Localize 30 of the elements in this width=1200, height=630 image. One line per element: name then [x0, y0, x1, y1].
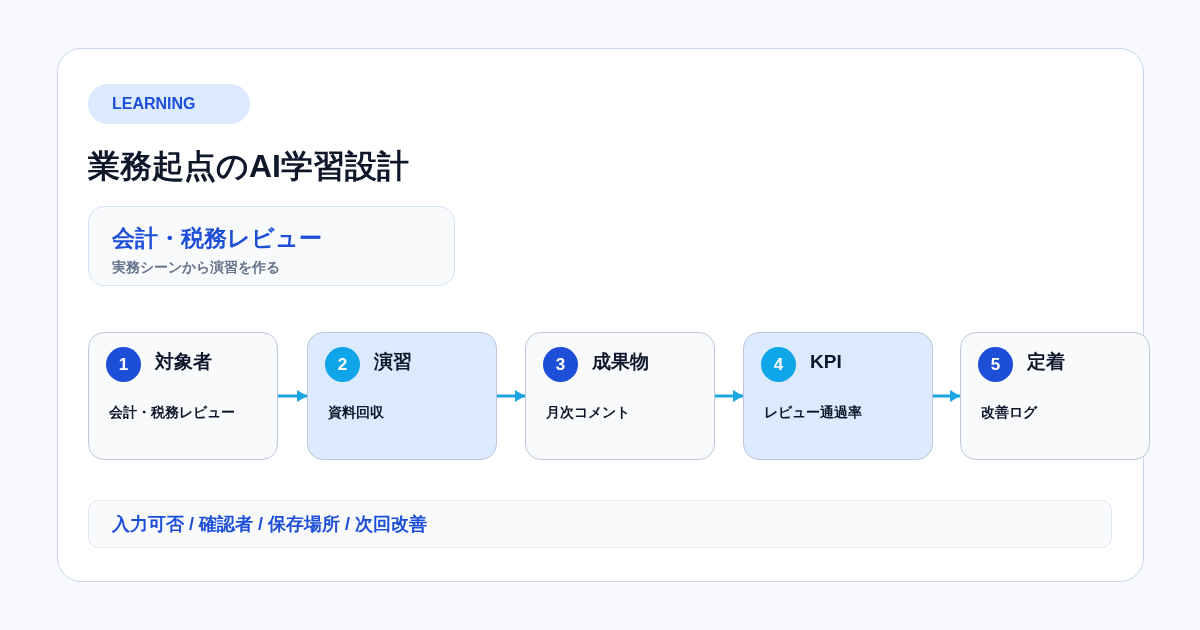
step-heading: 成果物 [592, 350, 649, 374]
scene-title: 会計・税務レビュー [112, 224, 322, 253]
arrow [933, 390, 960, 402]
step-box [88, 332, 278, 460]
arrow [497, 390, 525, 402]
step-number-circle: 4 [761, 347, 796, 382]
step-box [960, 332, 1150, 460]
step-description: レビュー通過率 [764, 403, 862, 422]
step-heading: 定着 [1027, 350, 1065, 374]
arrow [278, 390, 307, 402]
arrow [715, 390, 743, 402]
step-heading: 対象者 [155, 350, 212, 374]
note-bar: 入力可否 / 確認者 / 保存場所 / 次回改善 [88, 500, 1112, 548]
step-number-circle: 2 [325, 347, 360, 382]
scene-box [88, 206, 455, 286]
step-number-circle: 5 [978, 347, 1013, 382]
step-description: 月次コメント [546, 403, 630, 422]
scene-subtitle: 実務シーンから演習を作る [112, 258, 280, 277]
step-number-circle: 3 [543, 347, 578, 382]
step-heading: 演習 [374, 350, 412, 374]
title: 業務起点のAI学習設計 [88, 147, 409, 186]
category-pill: LEARNING [88, 84, 250, 124]
step-number-circle: 1 [106, 347, 141, 382]
step-description: 改善ログ [981, 403, 1037, 422]
step-box [743, 332, 933, 460]
step-description: 資料回収 [328, 403, 384, 422]
step-box [525, 332, 715, 460]
step-description: 会計・税務レビュー [109, 403, 235, 422]
step-heading: KPI [810, 350, 842, 374]
step-box [307, 332, 497, 460]
